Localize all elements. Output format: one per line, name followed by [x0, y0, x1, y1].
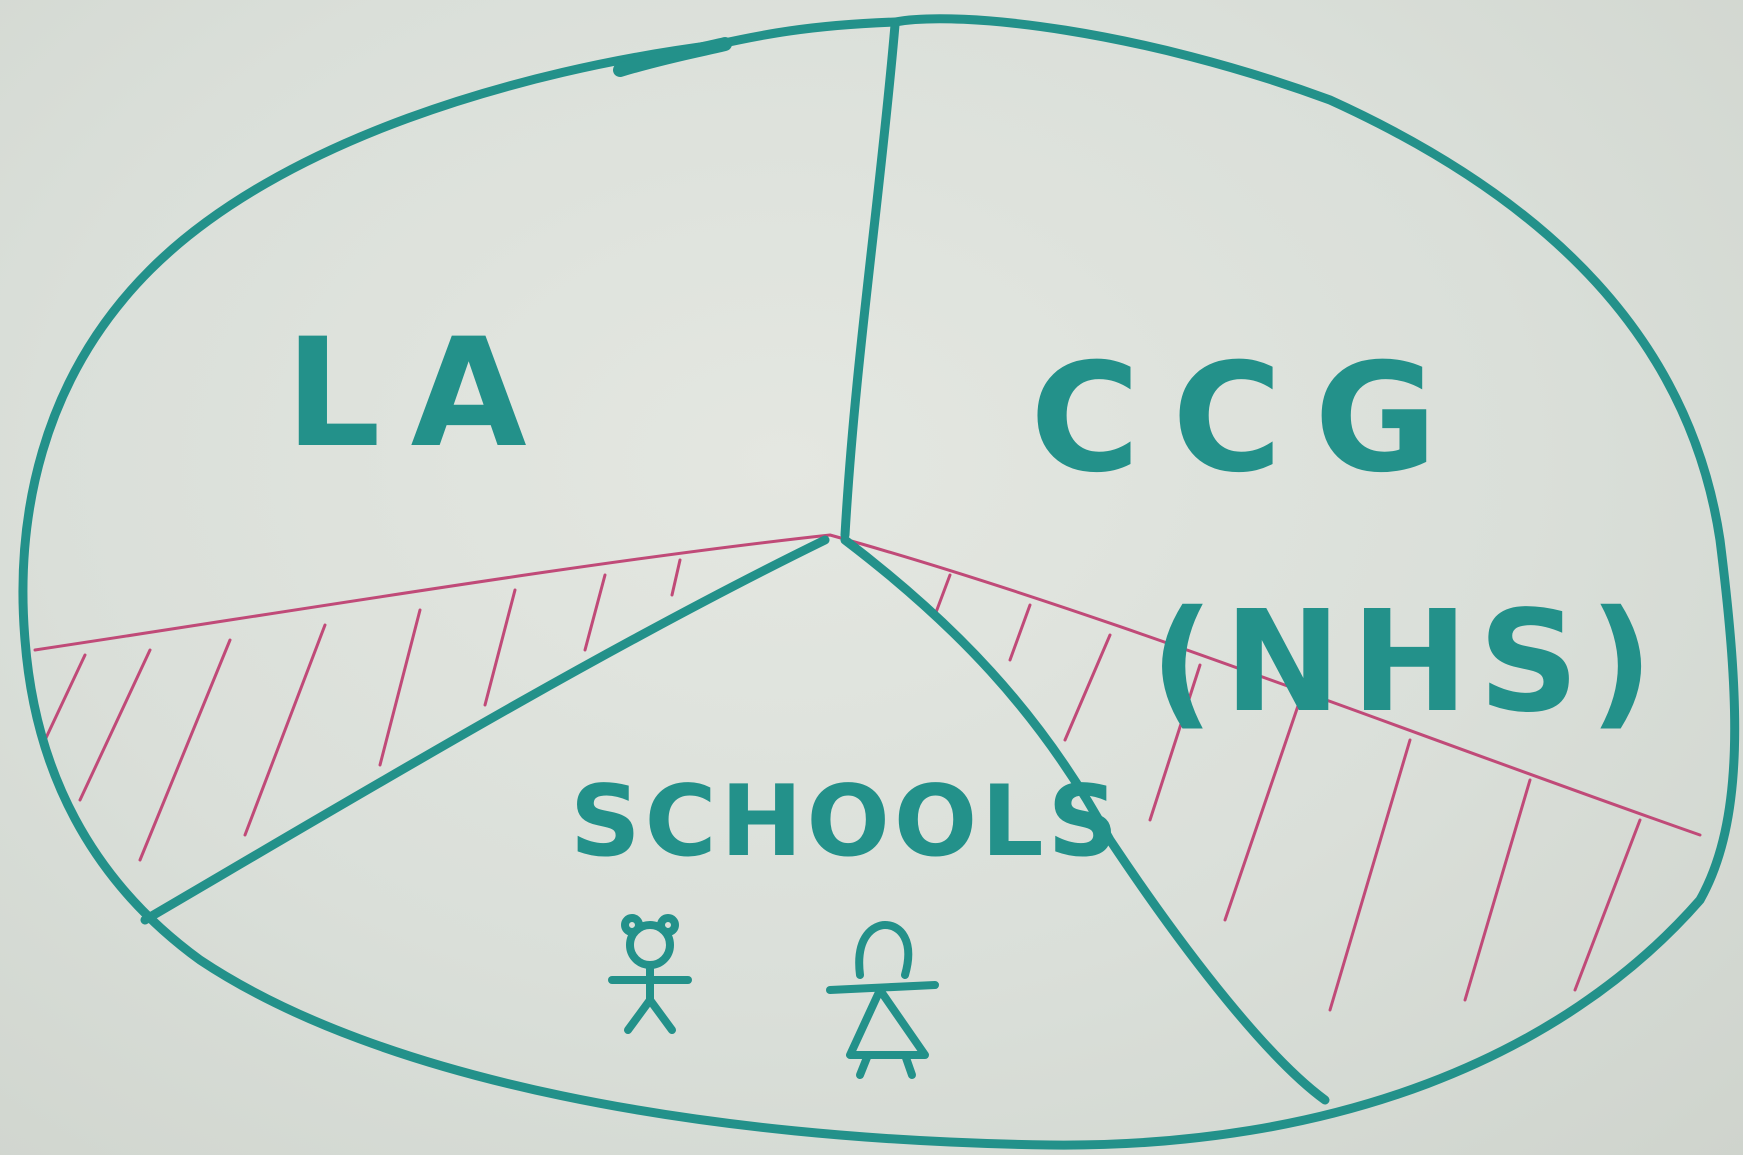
- stick-figure-girl-icon: [826, 921, 939, 1079]
- left-hatching: [43, 558, 682, 862]
- segment-label-la: LA: [285, 307, 557, 481]
- overlap-boundary-line: [33, 533, 1702, 837]
- stick-figure-boy-icon: [608, 914, 692, 1034]
- segment-label-schools: SCHOOLS: [570, 765, 1122, 879]
- pie-outline: [18, 14, 1740, 1150]
- right-hatching: [933, 573, 1642, 1012]
- pen-overdraw-mark: [613, 37, 732, 77]
- segment-label-ccg: CCG: [1030, 332, 1469, 506]
- divider-ccg-schools: [840, 535, 1330, 1105]
- divider-la-schools: [140, 535, 830, 925]
- divider-la-ccg: [840, 20, 900, 540]
- segment-label-ccg-sublabel: (NHS): [1150, 581, 1663, 744]
